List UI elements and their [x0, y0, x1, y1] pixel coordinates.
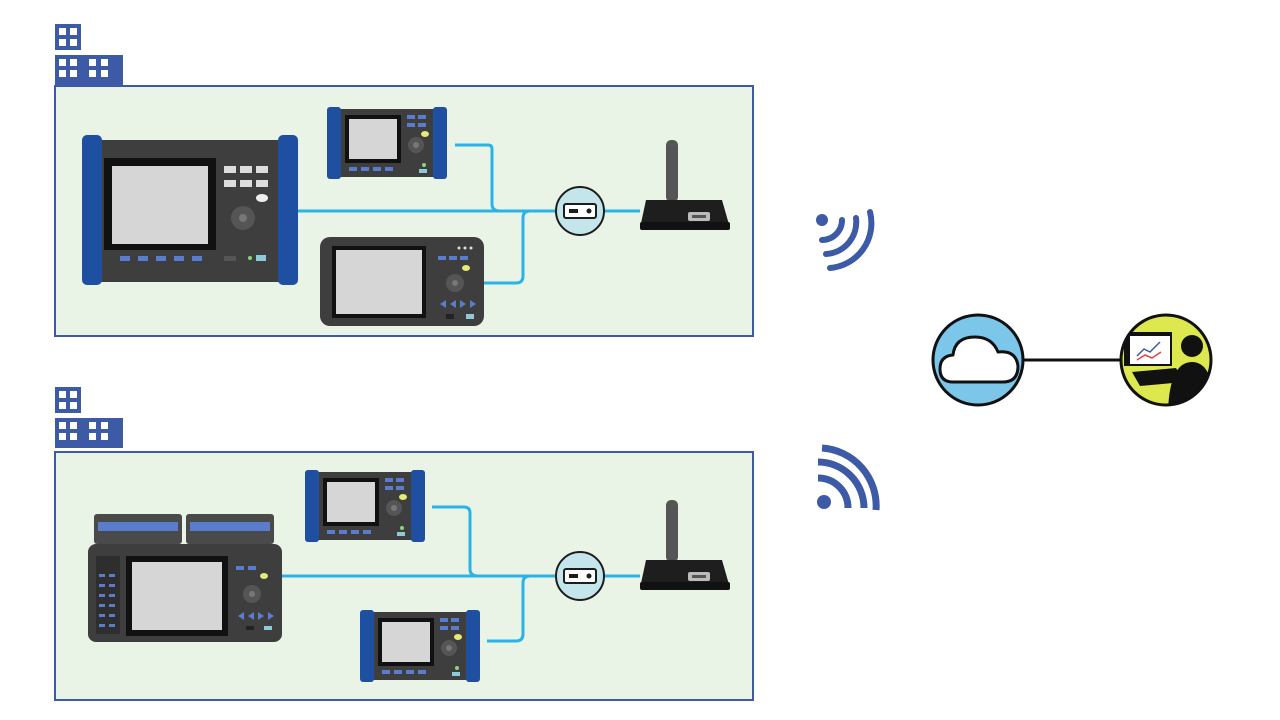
- power-analyzer-icon: [82, 135, 298, 285]
- wifi-signal-icon: [817, 444, 880, 511]
- building-icon: [55, 24, 123, 85]
- network-hub-icon: [555, 551, 605, 601]
- memory-hilogger-icon: [88, 514, 282, 642]
- building-icon: [55, 387, 123, 448]
- logger-small-icon: [360, 610, 480, 682]
- site-1: [54, 24, 754, 337]
- logger-large-icon: [320, 237, 484, 326]
- site-2: [54, 387, 754, 701]
- logger-small-icon: [327, 107, 447, 179]
- cloud-icon: [931, 313, 1025, 407]
- network-hub-icon: [555, 186, 605, 236]
- user-at-pc-icon: [1119, 313, 1213, 407]
- wireless-signal-icon: [816, 209, 875, 271]
- logger-small-icon: [305, 470, 425, 542]
